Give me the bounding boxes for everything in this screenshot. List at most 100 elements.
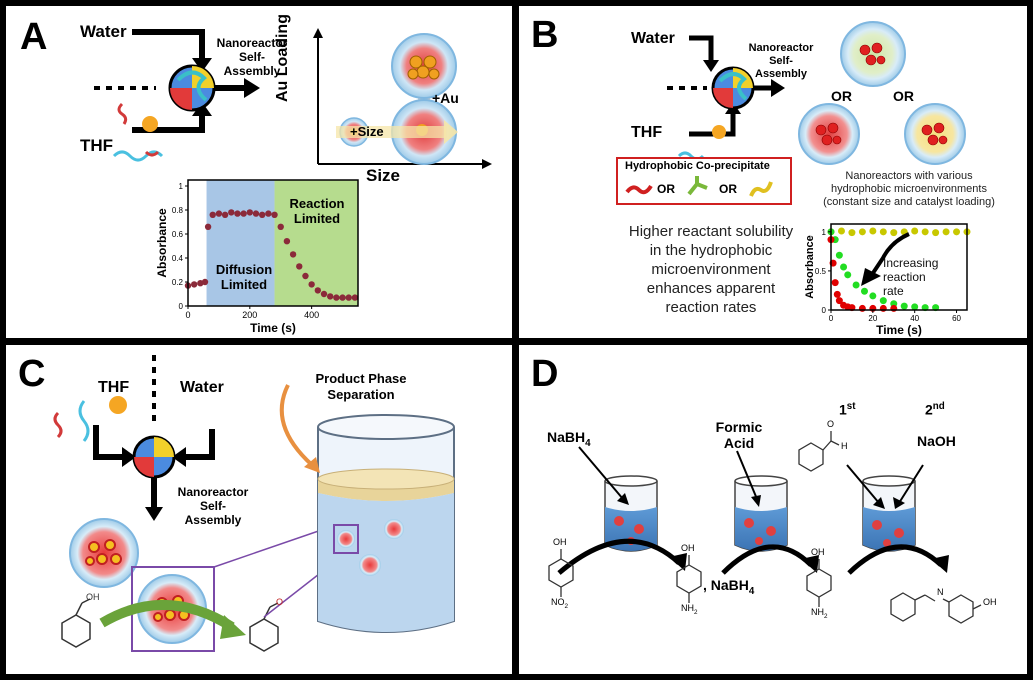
chart-a-ytick-label: 0.6 bbox=[172, 230, 184, 239]
polymer-blue-icon bbox=[78, 400, 90, 442]
chart-b-xtick-label: 0 bbox=[829, 314, 834, 323]
chart-b-point-series-0 bbox=[837, 227, 845, 235]
imine-n-label: N bbox=[937, 587, 944, 597]
panel-d-graphics bbox=[548, 431, 982, 624]
water-arrow bbox=[182, 429, 215, 460]
chart-b-point-series-2 bbox=[879, 304, 887, 312]
chart-a-ytick-label: 0.4 bbox=[172, 254, 184, 263]
chart-a-point bbox=[234, 210, 241, 217]
imine-oh-label: OH bbox=[983, 597, 997, 607]
chart-b-point-series-0 bbox=[879, 228, 887, 236]
coprecipitate-or-1: OR bbox=[657, 182, 675, 196]
chart-b-point-series-2 bbox=[835, 297, 843, 305]
chart-a-point bbox=[296, 263, 303, 270]
water-arrow bbox=[132, 29, 205, 62]
thf-label: THF bbox=[80, 136, 114, 155]
chart-b-point-series-0 bbox=[921, 228, 929, 236]
nabh4-arrow bbox=[578, 446, 624, 500]
chart-a-xlabel: Time (s) bbox=[250, 321, 296, 335]
panel-d-letter: D bbox=[531, 353, 559, 395]
naoh-label: NaOH bbox=[917, 433, 956, 449]
beaker-2-icon bbox=[734, 475, 788, 552]
chart-b-point-series-0 bbox=[858, 228, 866, 236]
chart-a-point bbox=[333, 294, 340, 301]
reaction-arrow-1 bbox=[557, 538, 681, 575]
chart-a-point bbox=[201, 278, 209, 286]
chart-b-point-series-1 bbox=[852, 281, 860, 289]
nanoreactor-green-icon bbox=[840, 21, 906, 87]
nanoreactor-yellow-icon bbox=[904, 103, 966, 165]
chart-a-point bbox=[283, 238, 291, 245]
chart-b-point-series-0 bbox=[942, 228, 950, 236]
separation-arrow bbox=[279, 384, 314, 467]
chart-b-point-series-1 bbox=[900, 302, 908, 310]
rate-arrow bbox=[869, 232, 910, 278]
polymer-red-icon bbox=[53, 411, 63, 439]
water-label: Water bbox=[180, 379, 224, 396]
aminophenol-oh-label-2: OH bbox=[811, 547, 825, 557]
chart-a-point bbox=[258, 211, 266, 218]
aminophenol-nh2-label-2: NH2 bbox=[811, 607, 828, 620]
aminophenol-oh-label-1: OH bbox=[681, 543, 695, 553]
chart-a-xtick-label: 0 bbox=[185, 310, 190, 320]
product-nabh4-label: , NaBH4 bbox=[703, 577, 755, 597]
chart-b-point-series-1 bbox=[869, 292, 877, 300]
chart-b-xtick-label: 40 bbox=[910, 314, 919, 323]
beaker-nanoreactor-1 bbox=[337, 530, 355, 548]
chart-a-point bbox=[326, 293, 334, 300]
chart-b-point-series-1 bbox=[844, 271, 852, 279]
aminophenol-icon-1 bbox=[676, 555, 702, 603]
aminophenol-nh2-label-1: NH2 bbox=[681, 603, 698, 616]
chart-a-point bbox=[228, 209, 235, 216]
chart-b-xtick-label: 20 bbox=[868, 314, 877, 323]
chart-a-ytick-label: 1 bbox=[179, 182, 184, 191]
chart-b-ylabel: Absorbance bbox=[804, 235, 816, 299]
water-arrow bbox=[689, 35, 714, 64]
size-plus-label: +Size bbox=[350, 124, 384, 139]
chart-a-region-0 bbox=[206, 180, 275, 306]
chart-a-frame bbox=[187, 179, 359, 307]
chart-b-point-series-2 bbox=[833, 290, 841, 298]
chart-a-point bbox=[289, 251, 297, 258]
zoom-line-1 bbox=[213, 524, 337, 568]
chart-a-point bbox=[204, 223, 212, 230]
benzaldehyde-icon bbox=[798, 431, 840, 472]
gold-particle-icon bbox=[712, 125, 726, 139]
chart-a-ytick-label: 0.8 bbox=[172, 206, 184, 215]
chart-a-point bbox=[265, 210, 272, 217]
formic-acid-arrow bbox=[736, 450, 758, 500]
chart-b-ytick-label: 0 bbox=[822, 306, 827, 315]
au-plus-label: +Au bbox=[432, 90, 459, 106]
chart-b-frame bbox=[830, 223, 968, 311]
second-reagent-arrow bbox=[898, 464, 924, 504]
first-reagent-arrow bbox=[846, 464, 880, 504]
first-label: 1st bbox=[839, 401, 856, 418]
aldehyde-o-label: O bbox=[827, 419, 835, 429]
chart-a-xtick-label: 400 bbox=[304, 310, 319, 320]
benzyl-oh-label: OH bbox=[86, 592, 100, 602]
chart-a-point bbox=[351, 294, 359, 301]
sample-box bbox=[333, 524, 359, 554]
nitrophenol-no2-label: NO2 bbox=[551, 597, 569, 610]
water-label: Water bbox=[631, 30, 675, 47]
chart-b-xtick-label: 60 bbox=[952, 314, 961, 323]
benzaldehyde-o-label: O bbox=[276, 597, 284, 607]
aldehyde-h-label: H bbox=[841, 441, 848, 451]
benzyl-alcohol-icon bbox=[61, 598, 91, 648]
chart-a-point bbox=[314, 287, 322, 294]
chart-a-point bbox=[271, 211, 278, 218]
chart-a-ylabel: Absorbance bbox=[155, 208, 169, 278]
chart-a-point bbox=[209, 211, 216, 218]
coprecipitate-title: Hydrophobic Co-precipitate bbox=[625, 160, 770, 172]
chart-b-point-series-0 bbox=[911, 227, 919, 235]
panel-c-letter: C bbox=[18, 353, 46, 395]
